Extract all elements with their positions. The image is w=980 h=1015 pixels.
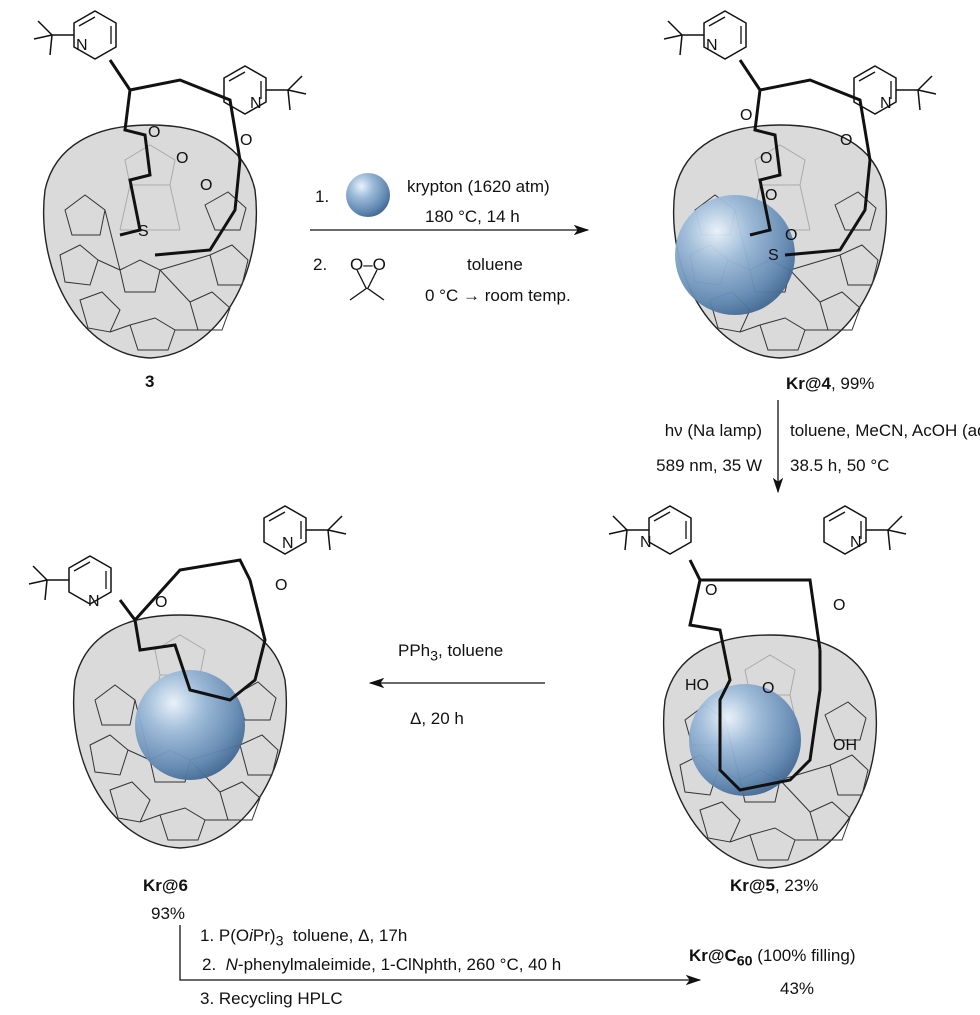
t: toluene, Δ, 17h — [283, 926, 408, 945]
atom-o: O — [200, 177, 212, 194]
step3-reagent: PPh3, toluene — [398, 642, 503, 664]
atom-s: S — [138, 223, 149, 240]
atom-o: O — [176, 150, 188, 167]
dimethyldioxirane-structure — [349, 269, 385, 301]
atom-n: N — [706, 37, 718, 54]
molecule-3: N N O O O O S — [33, 10, 307, 359]
t: Kr@C — [689, 946, 737, 965]
t: 3 — [275, 933, 284, 950]
step2-solvents: toluene, MeCN, AcOH (aq.) — [790, 421, 980, 440]
atom-o: O — [740, 107, 752, 124]
atom-o: O — [760, 150, 772, 167]
atom-o: O — [840, 132, 852, 149]
kr4-name: Kr@4 — [786, 374, 831, 393]
molecule-kr5: N N O O O HO OH — [608, 505, 907, 869]
dioxirane-oxygens: O–O — [350, 255, 386, 274]
step2-number: 2. — [313, 255, 328, 274]
atom-o: O — [155, 594, 167, 611]
atom-n: N — [850, 534, 862, 551]
compound-kr6-yield: 93% — [151, 904, 186, 923]
pph: PPh — [398, 641, 431, 660]
step4-line2: 2. N-phenylmaleimide, 1-ClNphth, 260 °C,… — [202, 956, 561, 973]
atom-n: N — [282, 535, 294, 552]
molecule-kr4: N N O O O O O S — [663, 10, 937, 359]
atom-o: O — [148, 124, 160, 141]
compound-3-label: 3 — [145, 372, 155, 391]
compound-kr6-label: Kr@6 — [143, 876, 188, 895]
atom-s: S — [768, 247, 779, 264]
atom-o: O — [833, 597, 845, 614]
t: (100% filling) — [752, 946, 856, 965]
atom-n: N — [640, 534, 652, 551]
t: -phenylmaleimide, 1-ClNphth, 260 °C, 40 … — [237, 955, 562, 974]
krypton-sphere — [675, 195, 795, 315]
atom-o: O — [765, 187, 777, 204]
atom-ho: HO — [685, 677, 709, 694]
t: 60 — [736, 953, 753, 970]
molecule-kr6: N N O O — [28, 505, 347, 849]
step1-number: 1. — [315, 187, 330, 206]
compound-kr5-label: Kr@5, 23% — [730, 877, 818, 894]
step2-wavelength: 589 nm, 35 W — [656, 456, 762, 475]
t: N — [225, 955, 238, 974]
kr5-name: Kr@5 — [730, 876, 775, 895]
solvent: , toluene — [438, 641, 504, 660]
step4-line1: 1. P(OiPr)3 toluene, Δ, 17h — [200, 927, 407, 949]
compound-kr4-label: Kr@4, 99% — [786, 375, 874, 392]
t: 2. — [202, 955, 226, 974]
kr4-yield: , 99% — [830, 374, 875, 393]
step2-light: hν (Na lamp) — [664, 421, 762, 440]
step4-line3: 3. Recycling HPLC — [200, 989, 343, 1008]
atom-n: N — [88, 593, 100, 610]
final-product-yield: 43% — [780, 979, 815, 998]
sub-3: 3 — [430, 648, 439, 665]
final-product-label: Kr@C60 (100% filling) — [689, 947, 856, 969]
atom-n: N — [880, 95, 892, 112]
atom-n: N — [76, 37, 88, 54]
atom-o: O — [275, 577, 287, 594]
step1-conditions: 180 °C, 14 h — [425, 207, 520, 226]
step1-temperature: 0 °C → room temp. — [425, 286, 571, 305]
reaction-arrow-4 — [179, 925, 702, 986]
atom-n: N — [250, 95, 262, 112]
t: 1. P(O — [200, 926, 250, 945]
krypton-sphere — [689, 684, 801, 796]
atom-oh: OH — [833, 737, 857, 754]
atom-o: O — [785, 227, 797, 244]
kr5-yield: , 23% — [774, 876, 819, 895]
atom-o: O — [240, 132, 252, 149]
atom-o: O — [762, 680, 774, 697]
krypton-sphere-reagent — [346, 173, 390, 217]
step1-solvent: toluene — [467, 255, 523, 274]
step1-reagent: krypton (1620 atm) — [407, 177, 550, 196]
step2-conditions: 38.5 h, 50 °C — [790, 456, 890, 475]
step3-conditions: Δ, 20 h — [410, 709, 464, 728]
t: i — [249, 926, 253, 945]
atom-o: O — [705, 582, 717, 599]
t: Pr) — [252, 926, 276, 945]
